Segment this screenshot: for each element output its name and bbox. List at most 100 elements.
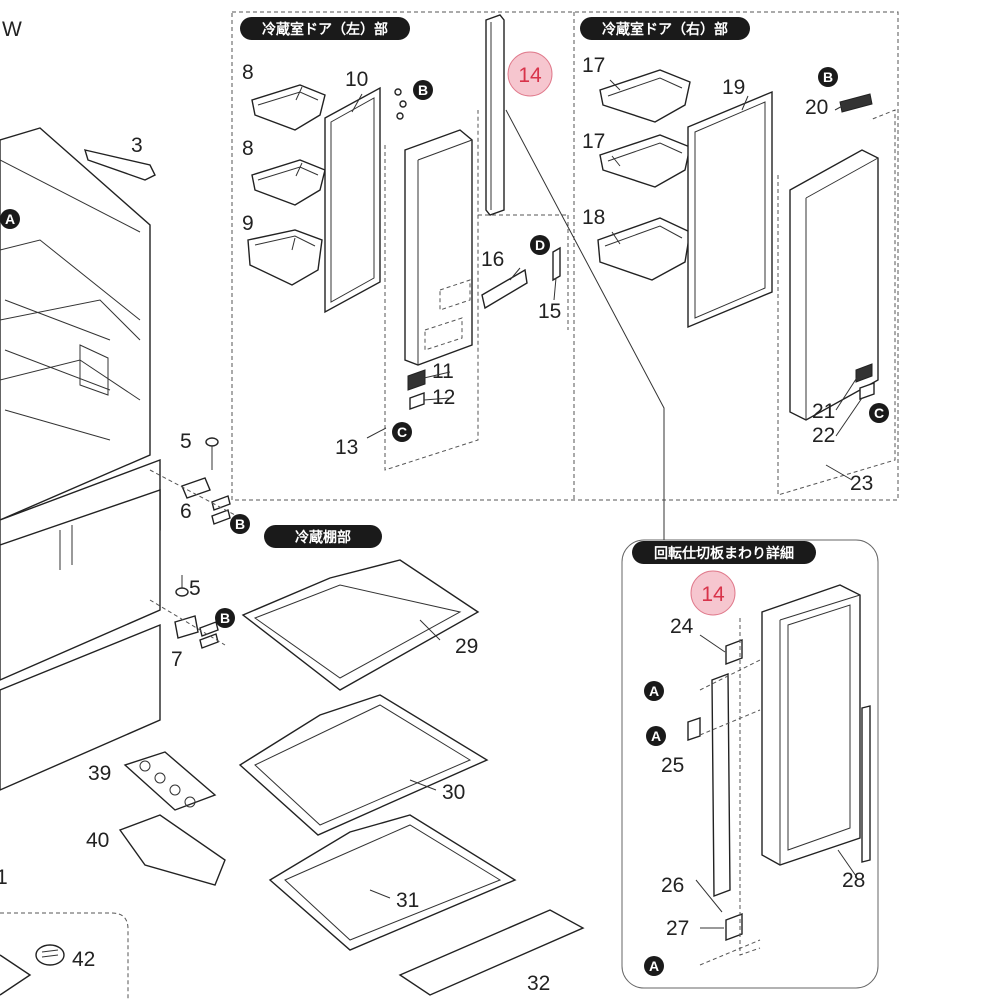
highlight-14-main: 14 [507, 51, 553, 97]
part-label-26: 26 [661, 874, 684, 897]
part-39-egg-tray [123, 751, 217, 811]
marker-a-fridge: A [0, 209, 20, 229]
marker-b-hinge-upper: B [230, 514, 250, 534]
shelves-title: 冷蔵棚部 [264, 525, 382, 548]
leader-lines [291, 79, 863, 929]
shelf-subframe [0, 912, 129, 1000]
part-8-basket-top [251, 84, 326, 131]
part-label-16: 16 [481, 248, 504, 271]
part-18-basket-low [597, 217, 691, 281]
part-40-case [118, 814, 226, 886]
part-label-7: 7 [171, 648, 183, 671]
part-10-door-gasket [324, 86, 381, 314]
detail-title: 回転仕切板まわり詳細 [632, 541, 816, 564]
part-6-hinge [149, 469, 236, 525]
highlight-14-detail: 14 [690, 570, 736, 616]
highlight-14-detail-text: 14 [701, 583, 725, 606]
detail-part-28 [861, 705, 871, 863]
right-door-assembly-lines [777, 109, 896, 496]
svg-text:B: B [823, 69, 833, 85]
shelves-title-text: 冷蔵棚部 [295, 529, 351, 546]
part-11-hinge [407, 369, 426, 391]
marker-c-left-door: C [392, 422, 412, 442]
part-20-hinge [839, 93, 873, 113]
part-label-17-top: 17 [582, 54, 605, 77]
detail-assembly-lines [699, 618, 761, 966]
part-label-22: 22 [812, 424, 835, 447]
part-label-17-mid: 17 [582, 130, 605, 153]
part-label-8-top: 8 [242, 61, 254, 84]
part-label-42: 42 [72, 948, 95, 971]
left-door-screws [394, 88, 407, 120]
part-17-basket-top [599, 69, 691, 123]
part-label-15: 15 [538, 300, 561, 323]
detail-part-25 [687, 717, 701, 741]
part-5-washer-upper [205, 437, 219, 470]
door-section-frame [231, 11, 899, 501]
detail-leader-line [505, 109, 665, 540]
highlight-14-main-text: 14 [518, 64, 542, 87]
part-label-6: 6 [180, 500, 192, 523]
part-9-basket-low [247, 229, 323, 286]
marker-b-left-door: B [413, 80, 433, 100]
marker-b-right-door: B [818, 67, 838, 87]
part-label-39: 39 [88, 762, 111, 785]
marker-a-detail-1: A [644, 681, 664, 701]
part-30-shelf [238, 694, 489, 836]
part-label-3: 3 [131, 134, 143, 157]
part-label-30: 30 [442, 781, 465, 804]
part-29-shelf [241, 559, 480, 691]
part-label-21: 21 [812, 400, 835, 423]
part-right-door-panel [789, 149, 879, 421]
part-label-1: 1 [0, 866, 8, 889]
detail-part-26-bar [711, 672, 731, 898]
part-label-25: 25 [661, 754, 684, 777]
part-label-11: 11 [432, 360, 454, 383]
part-31-shelf [268, 814, 517, 951]
marker-c-right-door: C [869, 403, 889, 423]
detail-door-panel [761, 584, 861, 866]
part-label-12: 12 [432, 386, 455, 409]
svg-text:C: C [397, 424, 407, 440]
marker-a-detail-3: A [644, 956, 664, 976]
part-16-hinge-plate [481, 268, 528, 310]
right-door-title-text: 冷蔵室ドア（右）部 [602, 21, 728, 38]
part-label-13: 13 [335, 436, 358, 459]
part-label-32: 32 [527, 972, 550, 995]
fridge-body [0, 127, 161, 791]
svg-text:A: A [651, 728, 661, 744]
part-label-23: 23 [850, 472, 873, 495]
part-left-door-panel [404, 129, 473, 366]
svg-text:D: D [535, 237, 545, 253]
part-8-basket-mid [251, 159, 326, 206]
part-42-cap [35, 944, 65, 966]
part-label-10: 10 [345, 68, 368, 91]
part-label-27: 27 [666, 917, 689, 940]
part-label-8-mid: 8 [242, 137, 254, 160]
svg-text:A: A [5, 211, 15, 227]
part-label-24: 24 [670, 615, 694, 638]
part-label-18: 18 [582, 206, 605, 229]
part-label-5-lower: 5 [189, 577, 201, 600]
svg-text:C: C [874, 405, 884, 421]
svg-text:A: A [649, 683, 659, 699]
part-1-edge [0, 954, 32, 996]
part-label-9: 9 [242, 212, 254, 235]
svg-text:A: A [649, 958, 659, 974]
detail-part-24 [725, 638, 743, 666]
part-19-door-gasket [687, 90, 773, 329]
part-label-28: 28 [842, 869, 865, 892]
part-label-20: 20 [805, 96, 828, 119]
detail-frame [621, 539, 879, 989]
detail-part-27 [725, 912, 743, 942]
part-label-29: 29 [455, 635, 478, 658]
part-15-bracket [552, 246, 561, 282]
part-21-hinge [855, 363, 873, 383]
left-door-title: 冷蔵室ドア（左）部 [240, 17, 410, 40]
part-7-hinge [149, 599, 226, 649]
part-label-19: 19 [722, 76, 745, 99]
marker-a-detail-2: A [646, 726, 666, 746]
part-14-divider-bar [485, 14, 505, 216]
part-label-40: 40 [86, 829, 109, 852]
